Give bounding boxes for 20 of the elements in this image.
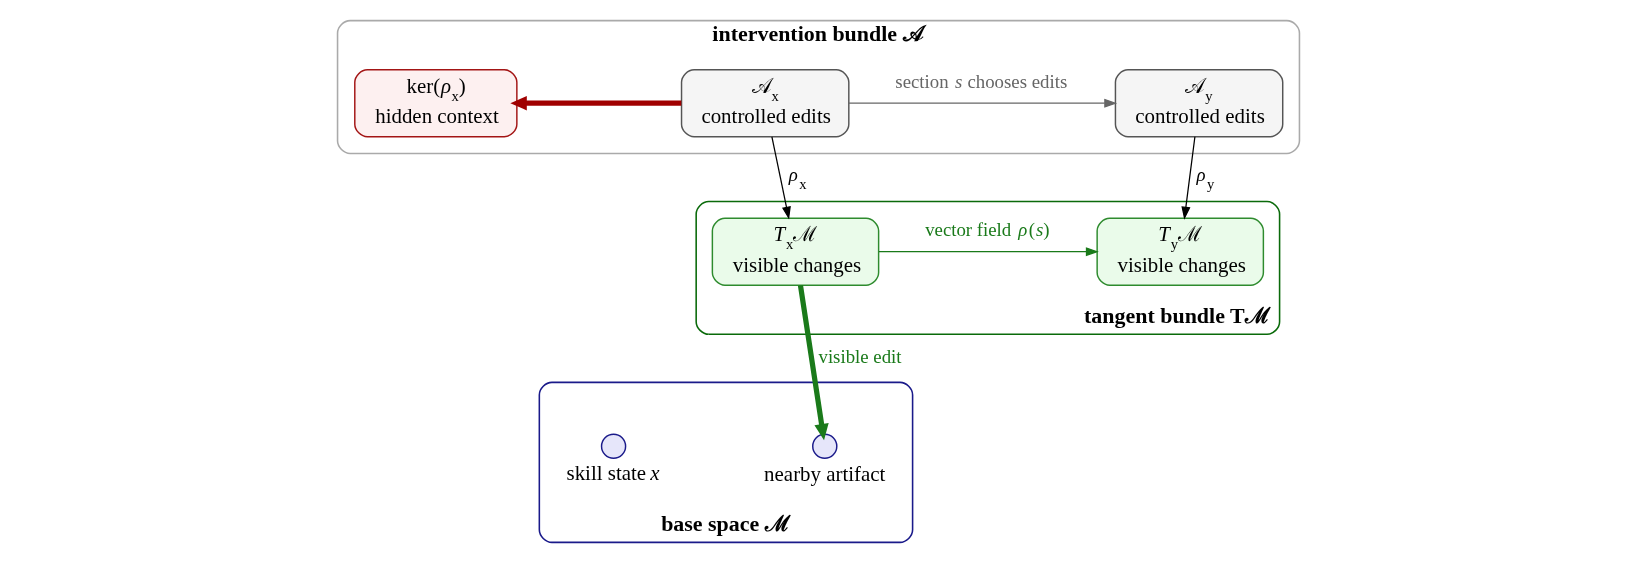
node-box: 𝒜$_{x}$ controlled edits [680, 69, 850, 138]
arrow [771, 136, 791, 220]
node-box: 𝒜$_{y}$ controlled edits [1114, 69, 1284, 138]
arrow [1181, 136, 1196, 220]
edge-label: vector field ρ(s) [925, 219, 1050, 241]
edge-label: ρ$_{x}$ [788, 164, 807, 193]
node-box: T$_{y}$ℳ visible changes [1096, 217, 1265, 286]
edge-label: section s chooses edits [895, 70, 1068, 92]
edge-label: ρ$_{y}$ [1196, 164, 1215, 193]
node-label: nearby artifact [764, 461, 886, 486]
node-circle [812, 433, 838, 459]
node-box: T$_{x}$ℳ visible changes [711, 217, 880, 286]
arrow [878, 247, 1099, 257]
node-circle [600, 433, 627, 459]
arrow [797, 285, 829, 441]
node-box: ker(ρ$_{x}$) hidden context [354, 69, 518, 138]
node-label: skill state x [566, 460, 660, 485]
arrow [848, 98, 1118, 108]
edge-label: visible edit [818, 345, 902, 367]
arrow [510, 96, 682, 111]
